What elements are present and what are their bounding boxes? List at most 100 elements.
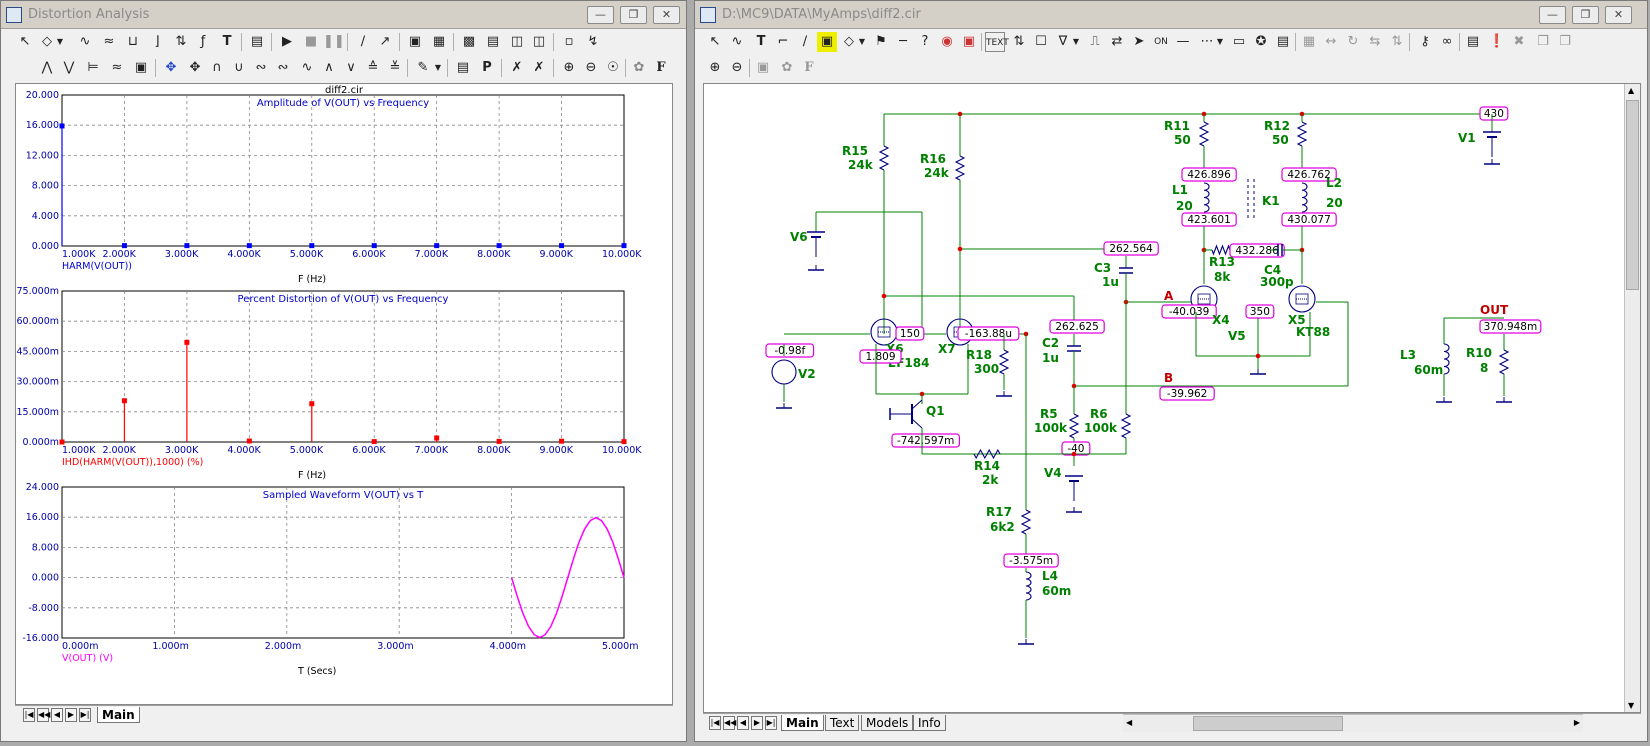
select-arrow-icon[interactable]: ↖ (15, 32, 35, 52)
probe-icon[interactable]: ✪ (1251, 32, 1271, 52)
rotate-icon[interactable]: ↻ (1343, 32, 1363, 52)
minimize-button[interactable]: — (1539, 6, 1566, 24)
valley-icon[interactable]: ⋁ (59, 58, 79, 78)
table-icon[interactable]: ▤ (483, 32, 503, 52)
pin-connections-icon[interactable]: ∇ (1053, 32, 1073, 52)
right-title-bar[interactable]: D:\MC9\DATA\MyAmps\diff2.cir — ❐ ✕ (695, 1, 1647, 29)
component-icon[interactable]: ▣ (817, 32, 837, 52)
zoom-in-icon[interactable]: ⊕ (559, 58, 579, 78)
cursor-left-icon[interactable]: ✥ (161, 58, 181, 78)
notes-icon[interactable]: ▤ (1463, 32, 1483, 52)
tile-icon[interactable]: ❐ (1555, 32, 1575, 52)
separate-icon[interactable]: ▫ (559, 32, 579, 52)
bottom-icon[interactable]: ≚ (385, 58, 405, 78)
global-low-icon[interactable]: ∨ (341, 58, 361, 78)
dropdown-arrow-icon[interactable]: ▼ (1071, 32, 1081, 52)
run-icon[interactable]: ▶ (277, 32, 297, 52)
stop-icon[interactable]: ■ (301, 32, 321, 52)
point-tag-icon[interactable]: ✗ (507, 58, 527, 78)
stop-sign-icon[interactable]: ▣ (959, 32, 979, 52)
scroll-right-icon[interactable]: ▶ (1574, 718, 1580, 727)
flip-v-icon[interactable]: ⇅ (1387, 32, 1407, 52)
dropdown-arrow-icon[interactable]: ▼ (857, 32, 867, 52)
flag-icon[interactable]: ⚑ (871, 32, 891, 52)
tab-text[interactable]: Text (825, 715, 859, 731)
cursor-right-icon[interactable]: ✥ (185, 58, 205, 78)
node-numbers-icon[interactable]: ⇅ (1009, 32, 1029, 52)
grid-dots-icon[interactable]: ⋯ (1197, 32, 1217, 52)
restore-button[interactable]: ❐ (1572, 6, 1599, 24)
fine-grid-icon[interactable]: ▩ (459, 32, 479, 52)
first-page-icon[interactable]: |◀ (23, 708, 35, 722)
help-icon[interactable]: ? (915, 32, 935, 52)
zoom-line-icon[interactable]: ↗ (375, 32, 395, 52)
text-tool-icon[interactable]: T (751, 32, 771, 52)
power-icon[interactable]: ⇄ (1107, 32, 1127, 52)
text-tool-icon[interactable]: T (217, 32, 237, 52)
alert-icon[interactable]: ❗ (1487, 32, 1507, 52)
tokens-icon[interactable]: ↯ (583, 32, 603, 52)
next-low-icon[interactable]: ∾ (273, 58, 293, 78)
page-icon[interactable]: ▭ (1229, 32, 1249, 52)
scroll-down-icon[interactable]: ▼ (1628, 701, 1634, 710)
zoom-out-icon[interactable]: ⊖ (727, 58, 747, 78)
first-page-icon[interactable]: |◀ (709, 716, 721, 730)
flip-h-icon[interactable]: ↔ (1321, 32, 1341, 52)
schematic-area[interactable]: R1524kR1624kR1150R1250426.896426.762L120… (703, 83, 1641, 713)
color-icon[interactable]: ✿ (777, 58, 797, 78)
tab-main[interactable]: Main (97, 707, 140, 723)
numeric-output-icon[interactable]: ▤ (453, 58, 473, 78)
on-icon[interactable]: ON (1151, 32, 1171, 52)
p-key-icon[interactable]: P (477, 58, 497, 78)
left-title-bar[interactable]: Distortion Analysis — ❐ ✕ (1, 1, 686, 29)
next-icon[interactable]: ▶ (751, 716, 763, 730)
global-high-icon[interactable]: ∧ (319, 58, 339, 78)
pin-icon[interactable]: ─ (893, 32, 913, 52)
vertical-scrollbar[interactable]: ▲ ▼ (1624, 84, 1640, 712)
scroll-up-icon[interactable]: ▲ (1628, 86, 1634, 95)
dot-wire-icon[interactable]: — (1173, 32, 1193, 52)
wire-tool-icon[interactable]: ∿ (727, 32, 747, 52)
diagonal-wire-icon[interactable]: ∕ (795, 32, 815, 52)
zoom-fit-icon[interactable]: ☉ (603, 58, 623, 78)
next-valley-icon[interactable]: ∪ (229, 58, 249, 78)
go-to-icon[interactable]: ✎ (413, 58, 433, 78)
text-mode-icon[interactable]: TEXT (985, 32, 1005, 52)
dropdown-arrow-icon[interactable]: ▼ (433, 58, 443, 78)
hscroll-thumb[interactable] (1193, 716, 1343, 731)
waveform-icon[interactable]: ≈ (99, 32, 119, 52)
font-icon[interactable]: F (651, 58, 671, 78)
find-icon[interactable]: ⚷ (1415, 32, 1435, 52)
next-peak-icon[interactable]: ∩ (207, 58, 227, 78)
info-icon[interactable]: ◉ (937, 32, 957, 52)
minimize-button[interactable]: — (587, 6, 614, 24)
mirror-icon[interactable]: ⇆ (1365, 32, 1385, 52)
horizontal-tag-icon[interactable]: ✗ (529, 58, 549, 78)
condition-icon[interactable]: ➤ (1129, 32, 1149, 52)
tag-icon[interactable]: ⌋ (147, 32, 167, 52)
pause-icon[interactable]: ❚❚ (323, 32, 343, 52)
label-icon[interactable]: ⇅ (171, 32, 191, 52)
zoom-out-icon[interactable]: ⊖ (581, 58, 601, 78)
properties-icon[interactable]: ▤ (247, 32, 267, 52)
next-page-icon[interactable]: ▶| (765, 716, 777, 730)
top-icon[interactable]: ≙ (363, 58, 383, 78)
horizontal-scrollbar[interactable]: ◀ ▶ (1123, 714, 1583, 732)
prev-icon[interactable]: ◀ (737, 716, 749, 730)
columns-icon[interactable]: ◫ (529, 32, 549, 52)
node-voltages-icon[interactable]: ☐ (1031, 32, 1051, 52)
plot-area[interactable]: diff2.cir 1.000K2.000K3.000K4.000K5.000K… (15, 83, 673, 705)
inflection-icon[interactable]: ∿ (297, 58, 317, 78)
scroll-thumb[interactable] (1626, 100, 1639, 290)
zoom-in-icon[interactable]: ⊕ (705, 58, 725, 78)
delete-icon[interactable]: ✖ (1509, 32, 1529, 52)
tab-info[interactable]: Info (913, 715, 946, 731)
binoculars-icon[interactable]: ∞ (1437, 32, 1457, 52)
formula-icon[interactable]: ƒ (193, 32, 213, 52)
high-icon[interactable]: ⊨ (83, 58, 103, 78)
color-icon[interactable]: ✿ (629, 58, 649, 78)
window-icon[interactable]: ❐ (1533, 32, 1553, 52)
close-button[interactable]: ✕ (653, 6, 680, 24)
next-page-icon[interactable]: ▶| (79, 708, 91, 722)
shapes-icon[interactable]: ◇ (37, 32, 57, 52)
